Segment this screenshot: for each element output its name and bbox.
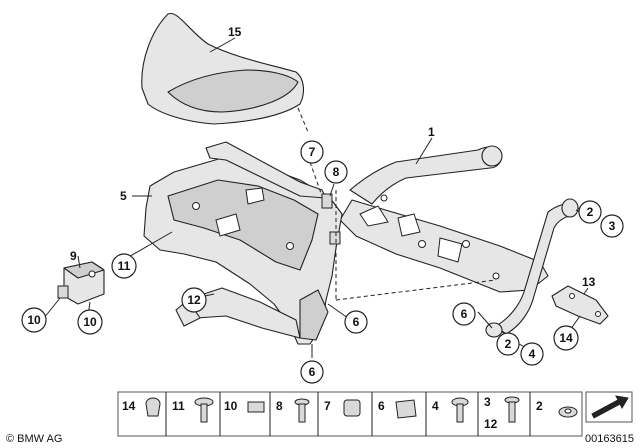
legend-item-10: 10	[224, 399, 265, 413]
svg-text:14: 14	[559, 331, 573, 345]
svg-text:13: 13	[582, 275, 596, 289]
svg-text:8: 8	[276, 399, 283, 413]
svg-text:12: 12	[187, 293, 201, 307]
svg-text:6: 6	[378, 399, 385, 413]
fastener-legend: 14 11 10 8 7 6 4 3	[117, 391, 633, 437]
svg-text:8: 8	[333, 165, 340, 179]
legend-item-14: 14	[122, 397, 161, 417]
callout-13: 13	[582, 275, 596, 289]
callout-3: 3	[600, 214, 624, 238]
callout-8: 8	[324, 160, 348, 184]
svg-text:11: 11	[172, 399, 185, 413]
legend-item-3: 3	[484, 395, 491, 409]
legend-item-6: 6	[378, 399, 417, 419]
part-13-bracket	[551, 285, 609, 325]
svg-text:2: 2	[536, 399, 543, 413]
svg-text:14: 14	[122, 399, 136, 413]
part-1-frame	[339, 145, 579, 338]
bmw-copyright-mark: © BMW AG	[6, 433, 62, 445]
legend-item-4: 4	[432, 397, 469, 423]
diagram-number: 00163615	[585, 433, 634, 445]
svg-text:7: 7	[324, 399, 331, 413]
callout-5: 5	[120, 189, 127, 203]
legend-item-11: 11	[172, 397, 214, 423]
svg-text:2: 2	[505, 337, 512, 351]
legend-item-12: 12	[484, 396, 520, 431]
svg-text:10: 10	[27, 313, 41, 327]
part-9-sensor-block	[57, 261, 105, 305]
callout-10a: 10	[21, 307, 47, 333]
callout-15: 15	[228, 25, 242, 39]
callout-2b: 2	[496, 332, 520, 356]
svg-text:6: 6	[309, 365, 316, 379]
svg-text:4: 4	[529, 347, 536, 361]
svg-text:1: 1	[428, 125, 435, 139]
svg-text:2: 2	[587, 205, 594, 219]
footer: © BMW AG 00163615	[6, 433, 634, 445]
part-7-8-fasteners	[321, 193, 341, 245]
svg-text:9: 9	[70, 249, 77, 263]
callout-9: 9	[70, 249, 77, 263]
legend-item-8: 8	[276, 398, 310, 423]
svg-text:6: 6	[353, 315, 360, 329]
part-5-carrier	[143, 141, 343, 345]
callout-11: 11	[111, 253, 137, 279]
legend-item-2: 2	[536, 399, 578, 418]
svg-text:10: 10	[83, 315, 97, 329]
callout-14: 14	[553, 325, 579, 351]
callout-10b: 10	[77, 309, 103, 335]
svg-text:6: 6	[461, 307, 468, 321]
svg-text:3: 3	[484, 395, 491, 409]
callout-7: 7	[300, 140, 324, 164]
arrow-icon	[585, 391, 633, 423]
callout-2a: 2	[578, 200, 602, 224]
svg-text:4: 4	[432, 399, 439, 413]
callout-12: 12	[181, 287, 207, 313]
svg-text:7: 7	[309, 145, 316, 159]
svg-text:10: 10	[224, 399, 238, 413]
svg-text:11: 11	[118, 259, 131, 273]
callout-6a: 6	[344, 310, 368, 334]
callout-4: 4	[520, 342, 544, 366]
callout-6b: 6	[300, 360, 324, 384]
svg-text:12: 12	[484, 417, 498, 431]
callout-6c: 6	[452, 302, 476, 326]
callout-1: 1	[428, 125, 435, 139]
svg-text:15: 15	[228, 25, 242, 39]
part-15-fairing-cover	[141, 13, 305, 125]
svg-text:3: 3	[609, 219, 616, 233]
legend-item-7: 7	[324, 399, 361, 417]
svg-text:5: 5	[120, 189, 127, 203]
